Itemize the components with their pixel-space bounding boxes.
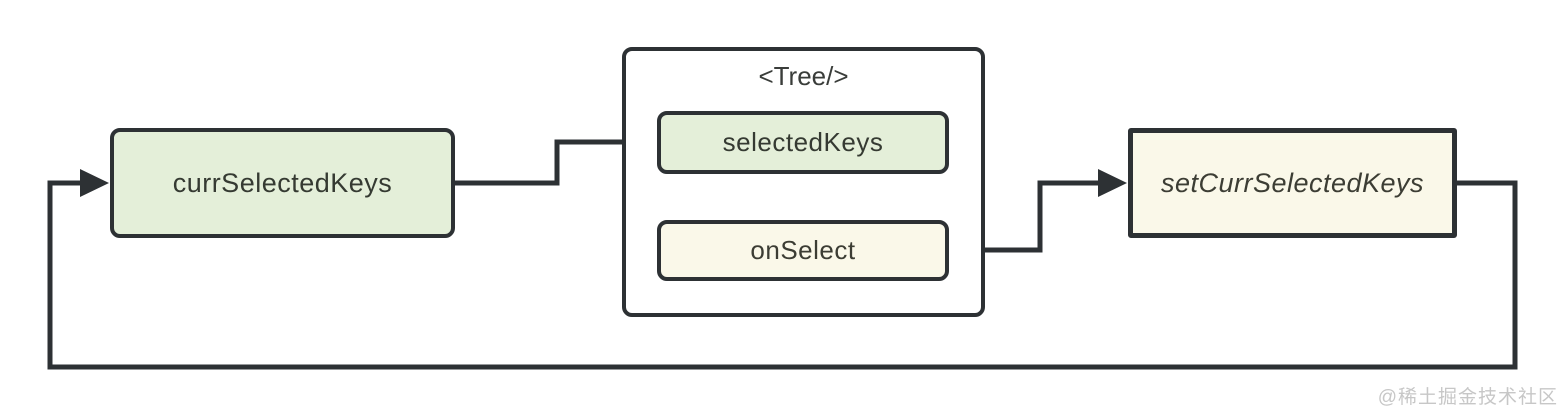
node-curr-selected-keys: currSelectedKeys [110,128,455,238]
node-selected-keys: selectedKeys [657,111,949,174]
node-curr-selected-keys-label: currSelectedKeys [172,167,393,198]
arrowhead-setter [1098,169,1127,197]
edge-onselect-to-setter [949,180,1100,253]
tree-container-label: <Tree/> [758,61,849,91]
edge-setter-feedback-loop [47,180,1518,370]
edge-curr-to-selectedkeys [455,139,630,186]
node-set-curr-selected-keys: setCurrSelectedKeys [1128,128,1457,238]
arrowhead-curr [80,169,109,197]
node-selected-keys-label: selectedKeys [722,127,884,157]
node-set-curr-selected-keys-label: setCurrSelectedKeys [1160,167,1425,198]
node-on-select: onSelect [657,220,949,281]
watermark-text: @稀土掘金技术社区 [1377,387,1558,408]
node-on-select-label: onSelect [750,235,856,265]
